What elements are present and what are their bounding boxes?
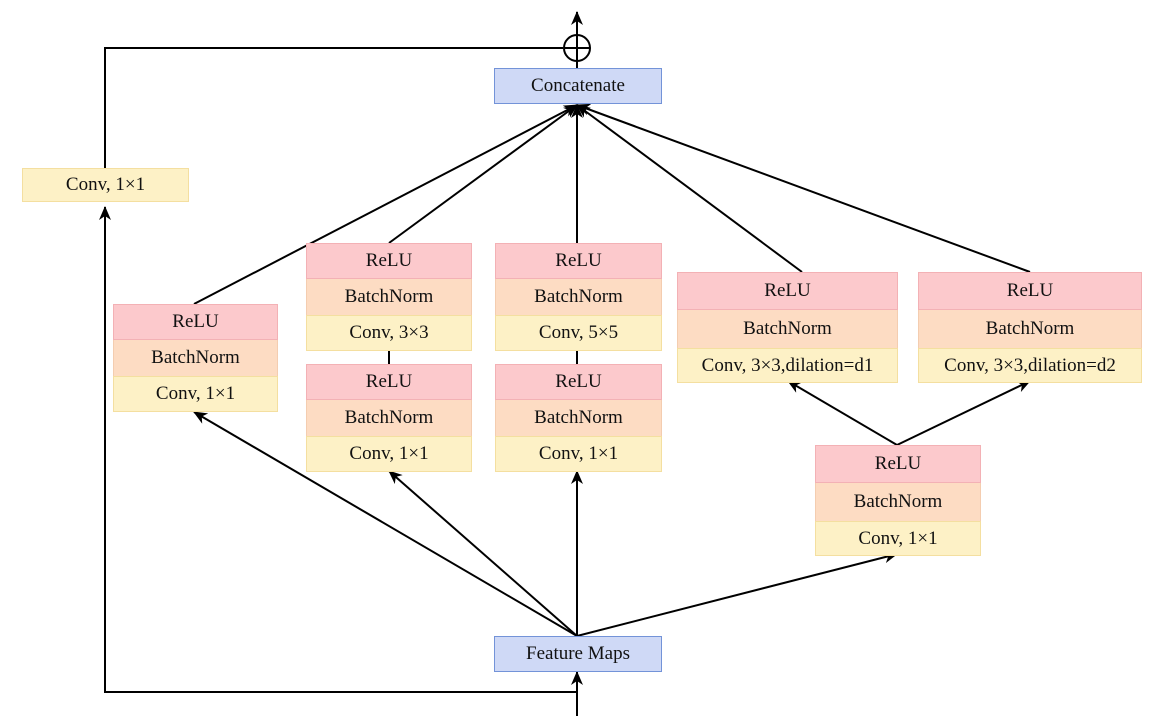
fm-to-dilated-shared	[576, 551, 898, 637]
branch1-to-concat	[193, 104, 578, 305]
relu-layer: ReLU	[306, 243, 472, 279]
skip-path-line	[99, 206, 577, 693]
branch2-top-stack: ReLU BatchNorm Conv, 3×3	[306, 243, 472, 351]
branch5-to-concat	[576, 103, 1031, 273]
relu-layer: ReLU	[677, 272, 898, 310]
batchnorm-layer: BatchNorm	[918, 310, 1142, 348]
conv-layer: Conv, 1×1	[495, 436, 662, 472]
batchnorm-layer: BatchNorm	[306, 279, 472, 315]
conv-layer: Conv, 5×5	[495, 315, 662, 351]
feature-maps-block: Feature Maps	[494, 636, 662, 672]
conv-layer: Conv, 3×3	[306, 315, 472, 351]
conv-layer: Conv, 1×1	[815, 521, 981, 556]
conv-layer: Conv, 1×1	[306, 436, 472, 472]
relu-layer: ReLU	[495, 364, 662, 400]
batchnorm-layer: BatchNorm	[677, 310, 898, 348]
conv-layer: Conv, 3×3,dilation=d1	[677, 348, 898, 383]
shared-to-branch4	[787, 380, 898, 446]
branch2-to-concat	[388, 104, 578, 244]
fm-to-branch1	[193, 411, 578, 637]
skip-to-add-line	[104, 47, 563, 168]
concatenate-block: Concatenate	[494, 68, 662, 104]
batchnorm-layer: BatchNorm	[815, 483, 981, 521]
relu-layer: ReLU	[815, 445, 981, 483]
skip-conv-block: Conv, 1×1	[22, 168, 189, 202]
branch5-dilated-stack: ReLU BatchNorm Conv, 3×3,dilation=d2	[918, 272, 1142, 383]
relu-layer: ReLU	[918, 272, 1142, 310]
branch1-stack: ReLU BatchNorm Conv, 1×1	[113, 304, 278, 412]
batchnorm-layer: BatchNorm	[495, 279, 662, 315]
relu-layer: ReLU	[306, 364, 472, 400]
batchnorm-layer: BatchNorm	[495, 400, 662, 436]
conv-layer: Conv, 1×1	[113, 376, 278, 412]
branch4-dilated-stack: ReLU BatchNorm Conv, 3×3,dilation=d1	[677, 272, 898, 383]
branch2-bottom-stack: ReLU BatchNorm Conv, 1×1	[306, 364, 472, 472]
branch3-top-stack: ReLU BatchNorm Conv, 5×5	[495, 243, 662, 351]
branch3-bottom-stack: ReLU BatchNorm Conv, 1×1	[495, 364, 662, 472]
shared-to-branch5	[896, 380, 1031, 446]
fm-to-branch2	[388, 470, 578, 637]
relu-layer: ReLU	[113, 304, 278, 340]
dilated-shared-stack: ReLU BatchNorm Conv, 1×1	[815, 445, 981, 556]
relu-layer: ReLU	[495, 243, 662, 279]
conv-layer: Conv, 3×3,dilation=d2	[918, 348, 1142, 383]
batchnorm-layer: BatchNorm	[306, 400, 472, 436]
batchnorm-layer: BatchNorm	[113, 340, 278, 376]
branch4-to-concat	[576, 104, 803, 273]
